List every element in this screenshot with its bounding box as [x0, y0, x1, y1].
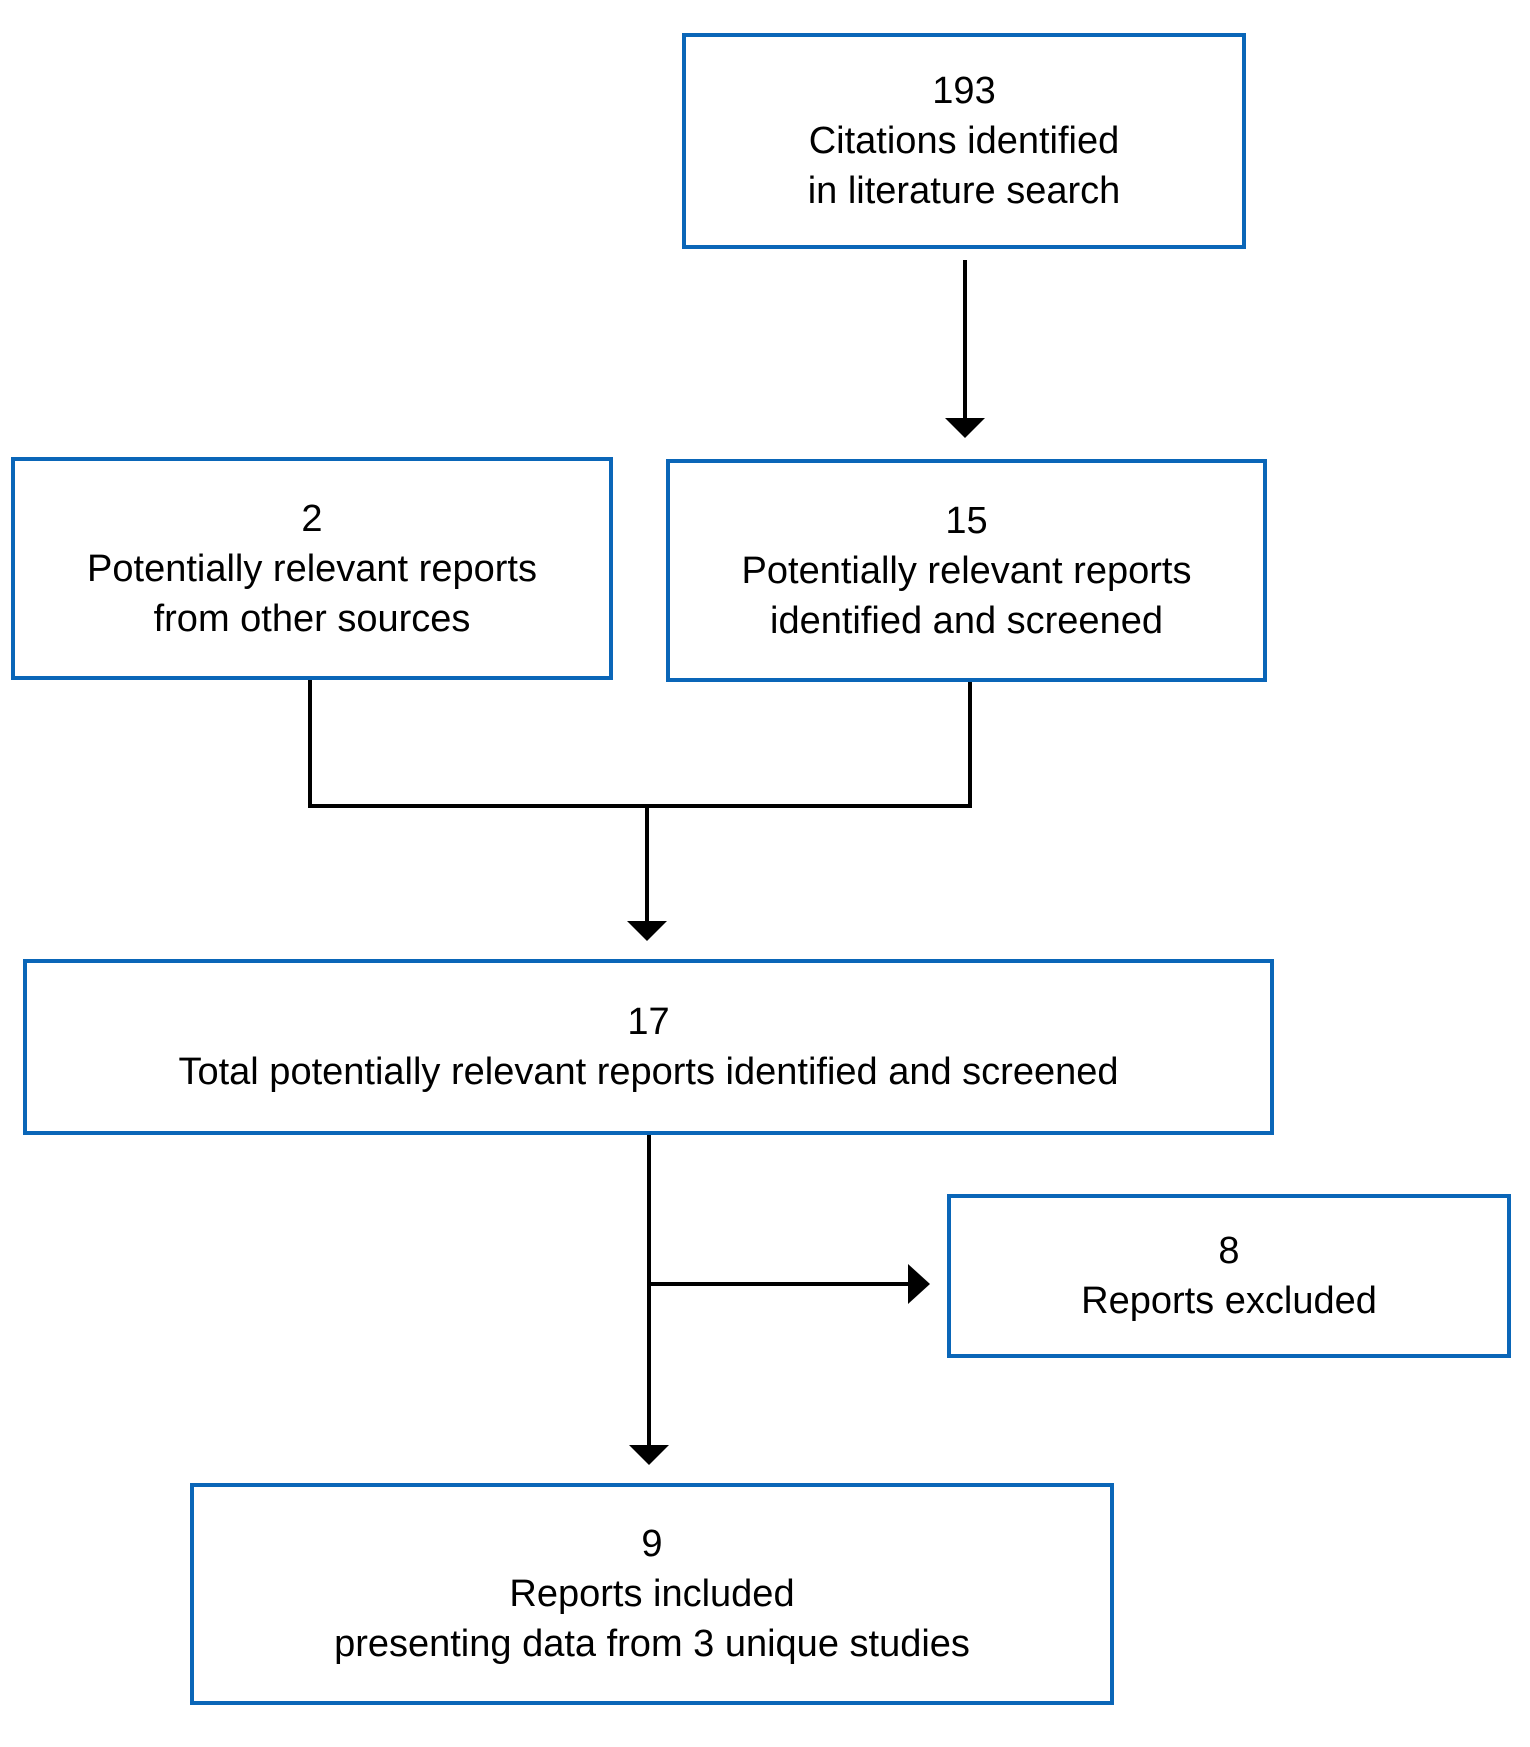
other-sources-count: 2: [301, 497, 323, 540]
included-label-1: Reports included: [509, 1573, 795, 1615]
screened-label-1: Potentially relevant reports: [741, 549, 1192, 592]
citations-count: 193: [932, 70, 996, 112]
excluded-box: 8 Reports excluded: [947, 1194, 1511, 1358]
included-label-2: presenting data from 3 unique studies: [334, 1623, 970, 1665]
screened-label-2: identified and screened: [770, 599, 1163, 642]
arrow-right-icon: [908, 1264, 930, 1304]
connector-merge-horizontal: [308, 804, 972, 808]
excluded-count: 8: [1218, 1230, 1240, 1272]
citations-label-1: Citations identified: [808, 120, 1120, 162]
connector-total-excluded: [649, 1282, 911, 1286]
total-count: 17: [627, 1001, 670, 1043]
total-box: 17 Total potentially relevant reports id…: [23, 959, 1274, 1135]
citations-box: 193 Citations identified in literature s…: [682, 33, 1246, 249]
included-count: 9: [641, 1523, 663, 1565]
arrow-down-icon: [945, 418, 985, 438]
arrow-down-icon: [629, 1445, 669, 1465]
total-label: Total potentially relevant reports ident…: [178, 1051, 1119, 1093]
citations-label-2: in literature search: [807, 170, 1121, 212]
connector-other-sources-down: [308, 680, 312, 808]
excluded-label: Reports excluded: [1081, 1280, 1377, 1322]
screened-box: 15 Potentially relevant reports identifi…: [666, 459, 1267, 682]
other-sources-label-1: Potentially relevant reports: [87, 547, 537, 590]
connector-total-included: [647, 1135, 651, 1447]
screened-count: 15: [945, 499, 988, 542]
arrow-down-icon: [627, 921, 667, 941]
included-box: 9 Reports included presenting data from …: [190, 1483, 1114, 1705]
connector-screened-down: [968, 682, 972, 808]
connector-citations-screened: [963, 260, 967, 420]
other-sources-box: 2 Potentially relevant reports from othe…: [11, 457, 613, 680]
connector-merge-down: [645, 806, 649, 924]
other-sources-label-2: from other sources: [153, 597, 471, 640]
